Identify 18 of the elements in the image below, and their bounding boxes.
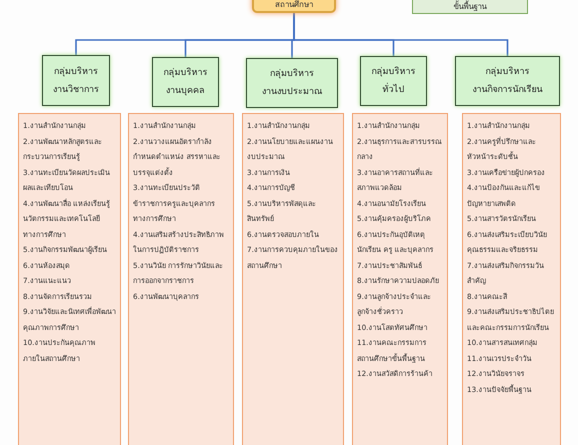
group-box xyxy=(42,55,110,106)
group-box xyxy=(246,58,338,108)
group-box xyxy=(152,57,219,107)
connector-line xyxy=(293,13,508,56)
group-title: กลุ่มบริหาร ทั่วไป xyxy=(370,66,416,97)
task-list-box xyxy=(128,113,234,445)
task-list-box xyxy=(352,113,448,445)
group-title: กลุ่มบริหาร งานงบประมาณ xyxy=(261,68,323,99)
org-title: สถานศึกษา xyxy=(275,0,313,10)
task-list-box xyxy=(18,113,121,445)
group-title: กลุ่มบริหาร งานกิจการนักเรียน xyxy=(472,66,544,97)
group-title: กลุ่มบริหาร งานบุคคล xyxy=(162,66,208,98)
task-list-box xyxy=(242,113,344,445)
org-title: ขั้นพื้นฐาน xyxy=(454,1,486,12)
group-box xyxy=(360,56,427,106)
task-list-box xyxy=(462,113,561,445)
group-box xyxy=(455,56,560,106)
group-title: กลุ่มบริหาร งานวิชาการ xyxy=(52,66,100,96)
